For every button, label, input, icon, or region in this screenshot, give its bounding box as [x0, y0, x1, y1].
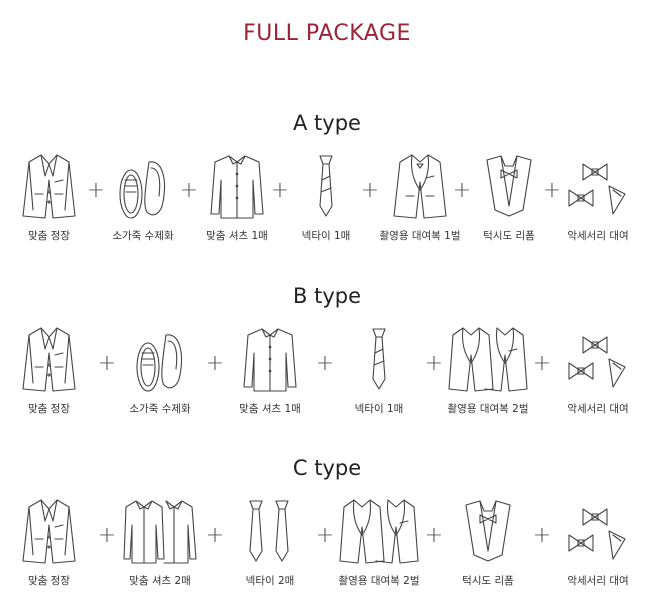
plus-sign: +	[532, 351, 552, 376]
type-a-row: 맞춤 정장 + 소가죽 수제화 + 맞춤 셔츠 1매 + 넥타이 1매 + 촬영…	[0, 150, 654, 270]
suit-jacket-icon	[22, 327, 76, 392]
dress-shirt-pair-icon	[123, 500, 197, 564]
suit-jacket-icon	[22, 499, 76, 564]
item-label: 넥타이 1매	[301, 230, 351, 242]
item-label: 턱시도 리폼	[462, 575, 514, 587]
item-neckties: 넥타이 2매	[220, 495, 320, 588]
suit-jacket-icon	[22, 154, 76, 219]
plus-sign: +	[205, 523, 225, 548]
bowtie-accessories-icon	[568, 163, 626, 215]
item-label: 맞춤 정장	[28, 403, 70, 415]
item-label: 넥타이 1매	[354, 403, 404, 415]
item-label: 악세서리 대여	[567, 575, 629, 587]
item-label: 넥타이 2매	[245, 575, 295, 587]
type-c-title: C type	[292, 456, 362, 480]
item-label: 소가죽 수제화	[129, 403, 191, 415]
item-suit: 맞춤 정장	[0, 150, 99, 243]
item-accessories: 악세서리 대여	[548, 150, 648, 243]
item-shirt: 맞춤 셔츠 1매	[187, 150, 287, 243]
item-label: 맞춤 셔츠 1매	[239, 403, 301, 415]
necktie-icon	[319, 155, 333, 217]
item-label: 맞춤 정장	[28, 575, 70, 587]
bowtie-accessories-icon	[568, 508, 626, 560]
plus-sign: +	[424, 351, 444, 376]
bowtie-accessories-icon	[568, 336, 626, 388]
plus-sign: +	[205, 351, 225, 376]
item-shoes: 소가죽 수제화	[93, 150, 193, 243]
plus-sign: +	[315, 523, 335, 548]
item-label: 촬영용 대여복 2벌	[338, 575, 420, 587]
page-title: FULL PACKAGE	[243, 21, 411, 46]
item-label: 맞춤 셔츠 2매	[129, 575, 191, 587]
item-label: 촬영용 대여복 2벌	[447, 403, 529, 415]
type-b-row: 맞춤 정장 + 소가죽 수제화 + 맞춤 셔츠 1매 + 넥타이 1매 + 촬영…	[0, 323, 654, 443]
dress-shirt-icon	[210, 155, 264, 219]
tuxedo-lapel-icon	[486, 155, 532, 217]
plus-sign: +	[270, 178, 290, 203]
dress-shirt-icon	[243, 328, 297, 392]
item-suit: 맞춤 정장	[0, 495, 99, 588]
item-shirts: 맞춤 셔츠 2매	[110, 495, 210, 588]
item-label: 소가죽 수제화	[112, 230, 174, 242]
item-label: 악세서리 대여	[567, 403, 629, 415]
item-label: 맞춤 셔츠 1매	[206, 230, 268, 242]
type-b-title: B type	[293, 284, 361, 308]
item-label: 악세서리 대여	[567, 230, 629, 242]
type-c-row: 맞춤 정장 + 맞춤 셔츠 2매 + 넥타이 2매 + 촬영용 대여복 2벌 +…	[0, 495, 654, 615]
item-label: 촬영용 대여복 1벌	[379, 230, 461, 242]
plus-sign: +	[97, 523, 117, 548]
item-necktie: 넥타이 1매	[329, 323, 429, 416]
necktie-pair-icon	[249, 500, 289, 562]
item-tuxedo-rental: 촬영용 대여복 1벌	[370, 150, 470, 243]
item-tuxedo-rental: 촬영용 대여복 2벌	[438, 323, 538, 416]
item-label: 턱시도 리폼	[483, 230, 535, 242]
necktie-icon	[372, 328, 386, 390]
shoes-icon	[119, 161, 166, 219]
item-accessories: 악세서리 대여	[548, 495, 648, 588]
item-tuxedo-reform: 턱시도 리폼	[438, 495, 538, 588]
plus-sign: +	[179, 178, 199, 203]
plus-sign: +	[452, 178, 472, 203]
item-shirt: 맞춤 셔츠 1매	[220, 323, 320, 416]
shoes-icon	[136, 334, 183, 392]
plus-sign: +	[532, 523, 552, 548]
plus-sign: +	[542, 178, 562, 203]
item-label: 맞춤 정장	[28, 230, 70, 242]
plus-sign: +	[97, 351, 117, 376]
item-necktie: 넥타이 1매	[276, 150, 376, 243]
plus-sign: +	[86, 178, 106, 203]
item-tuxedo-rental: 촬영용 대여복 2벌	[329, 495, 429, 588]
item-tuxedo-reform: 턱시도 리폼	[459, 150, 559, 243]
plus-sign: +	[315, 351, 335, 376]
tuxedo-jacket-icon	[393, 154, 447, 219]
item-accessories: 악세서리 대여	[548, 323, 648, 416]
plus-sign: +	[424, 523, 444, 548]
tuxedo-jacket-pair-icon	[339, 499, 419, 564]
tuxedo-lapel-icon	[465, 500, 511, 562]
item-shoes: 소가죽 수제화	[110, 323, 210, 416]
plus-sign: +	[360, 178, 380, 203]
type-a-title: A type	[293, 111, 361, 135]
item-suit: 맞춤 정장	[0, 323, 99, 416]
tuxedo-jacket-pair-icon	[448, 327, 528, 392]
